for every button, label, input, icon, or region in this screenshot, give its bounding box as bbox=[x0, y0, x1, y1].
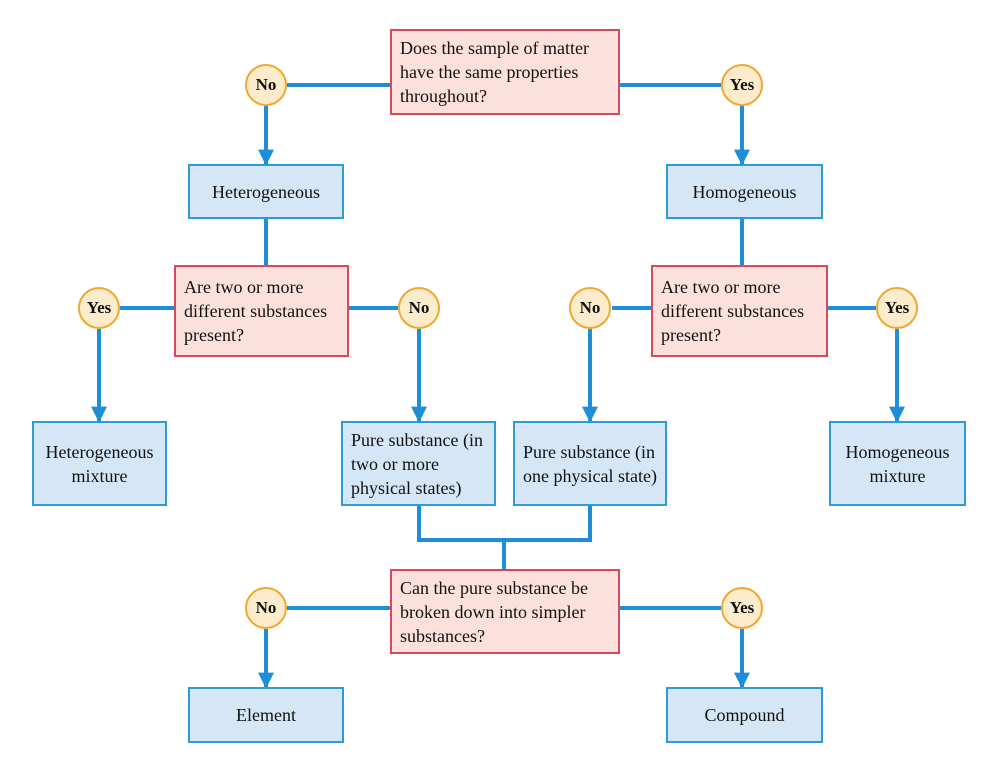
question-text: Are two or more different substances pre… bbox=[661, 277, 805, 345]
result-heterogeneous: Heterogeneous bbox=[188, 164, 344, 219]
result-homogeneous-mixture: Homogeneous mixture bbox=[829, 421, 966, 506]
result-text: Heterogeneous bbox=[212, 181, 320, 202]
question-text: Are two or more different substances pre… bbox=[184, 277, 328, 345]
answer-yes-q1: Yes bbox=[721, 64, 763, 106]
result-element: Element bbox=[188, 687, 344, 743]
result-text: Pure substance (in two or more physical … bbox=[351, 429, 483, 498]
answer-no-q1: No bbox=[245, 64, 287, 106]
answer-yes-q2-left: Yes bbox=[78, 287, 120, 329]
result-compound: Compound bbox=[666, 687, 823, 743]
result-text: Heterogeneous mixture bbox=[45, 441, 154, 486]
result-homogeneous: Homogeneous bbox=[666, 164, 823, 219]
answer-yes-q3: Yes bbox=[721, 587, 763, 629]
result-text: Homogeneous bbox=[692, 181, 797, 202]
answer-no-q3: No bbox=[245, 587, 287, 629]
question-text: Can the pure substance be broken down in… bbox=[400, 577, 588, 646]
answer-yes-q2-right: Yes bbox=[876, 287, 918, 329]
question-same-properties: Does the sample of matter have the same … bbox=[390, 29, 620, 115]
result-pure-one-state: Pure substance (in one physical state) bbox=[513, 421, 667, 506]
result-pure-two-states: Pure substance (in two or more physical … bbox=[341, 421, 496, 506]
answer-no-q2-left: No bbox=[398, 287, 440, 329]
result-text: Compound bbox=[704, 705, 785, 725]
answer-no-q2-right: No bbox=[569, 287, 611, 329]
result-heterogeneous-mixture: Heterogeneous mixture bbox=[32, 421, 167, 506]
result-text: Element bbox=[236, 705, 296, 725]
result-text: Homogeneous mixture bbox=[845, 441, 950, 486]
question-substances-right: Are two or more different substances pre… bbox=[651, 265, 828, 357]
question-substances-left: Are two or more different substances pre… bbox=[174, 265, 349, 357]
question-text: Does the sample of matter have the same … bbox=[400, 38, 589, 106]
question-broken-down: Can the pure substance be broken down in… bbox=[390, 569, 620, 654]
result-text: Pure substance (in one physical state) bbox=[523, 441, 657, 486]
